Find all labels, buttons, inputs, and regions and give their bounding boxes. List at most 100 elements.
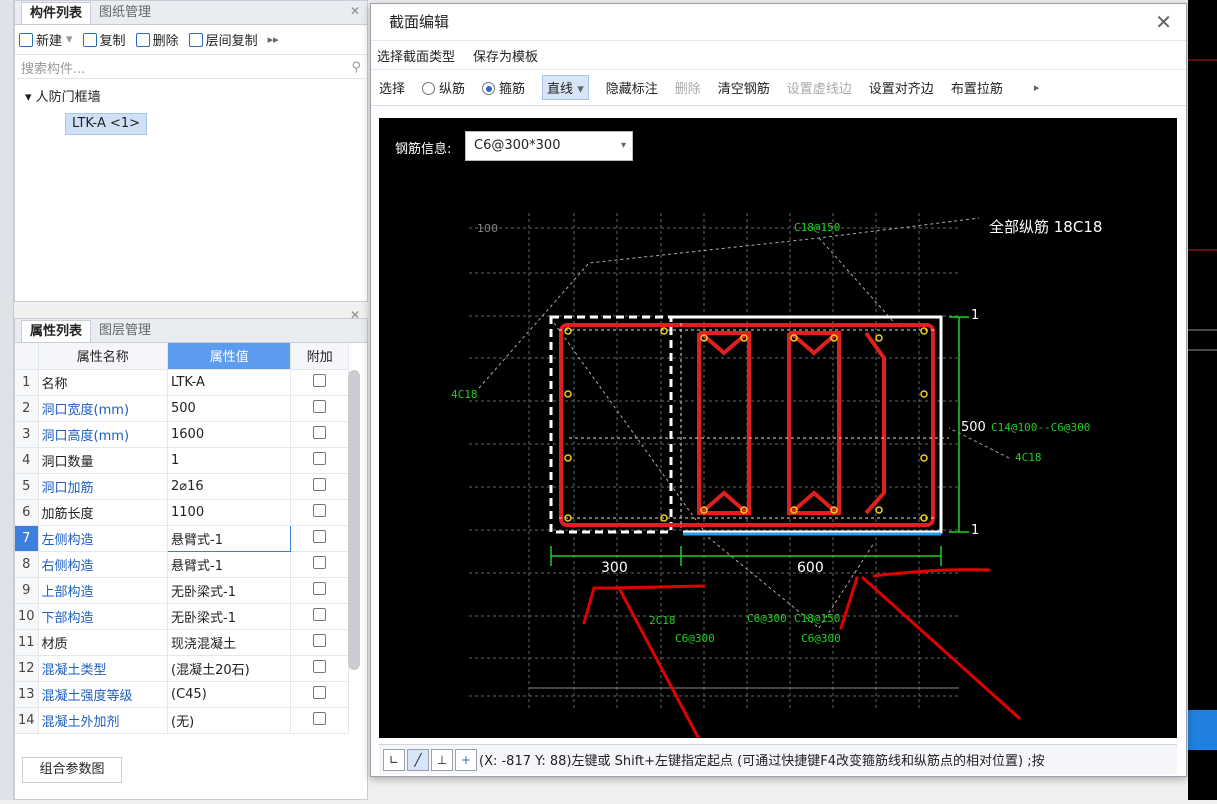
line-icon[interactable]: ╱ (407, 748, 429, 771)
property-value[interactable]: 2⌀16 (167, 473, 292, 500)
extra-checkbox-cell[interactable] (290, 551, 349, 578)
offset-icon[interactable]: + (455, 748, 477, 771)
extra-checkbox-cell[interactable] (290, 629, 349, 656)
extra-checkbox-cell[interactable] (290, 577, 349, 604)
header-extra: 附加 (290, 343, 349, 370)
line-mode-dropdown[interactable]: 直线 ▾ (542, 75, 589, 100)
checkbox[interactable] (313, 685, 327, 699)
property-value[interactable]: 1 (167, 447, 292, 474)
label-c6-c: C6@300 (801, 632, 841, 645)
new-button[interactable]: 新建▾ (19, 30, 73, 49)
checkbox[interactable] (313, 503, 327, 517)
search-input[interactable]: 搜索构件... ⚲ (17, 57, 365, 79)
property-value[interactable]: 无卧梁式-1 (167, 577, 292, 604)
tab-component-list[interactable]: 构件列表 (21, 2, 92, 24)
radio-longitudinal[interactable]: 纵筋 (422, 78, 465, 97)
checkbox[interactable] (313, 633, 327, 647)
tab-layer-manage[interactable]: 图层管理 (99, 323, 152, 338)
place-tie-button[interactable]: 布置拉筋 (950, 82, 1003, 97)
extra-checkbox-cell[interactable] (290, 707, 349, 734)
checkbox[interactable] (313, 529, 327, 543)
property-value[interactable]: (无) (167, 707, 292, 734)
property-name: 右侧构造 (38, 551, 169, 578)
floor-copy-button[interactable]: 层间复制 (188, 30, 258, 49)
property-value[interactable]: 500 (167, 395, 292, 422)
checkbox[interactable] (313, 581, 327, 595)
property-value[interactable]: 1600 (167, 421, 292, 448)
rebar-info-select[interactable]: C6@300*300 ▾ (465, 131, 633, 161)
corner-icon[interactable]: ∟ (383, 748, 405, 771)
property-name: 上部构造 (38, 577, 169, 604)
tree-node-root[interactable]: ▾ 人防门框墙 (25, 90, 101, 105)
set-align-edge-button[interactable]: 设置对齐边 (868, 82, 934, 97)
more-icon[interactable]: ▸ (1033, 81, 1040, 94)
property-value[interactable]: (混凝土20石) (167, 655, 292, 682)
checkbox[interactable] (313, 451, 327, 465)
radio-checked-icon (482, 82, 496, 95)
combo-param-button[interactable]: 组合参数图 (22, 757, 122, 783)
label-right-mid: 500 (961, 420, 986, 435)
radio-stirrup[interactable]: 箍筋 (482, 78, 525, 97)
perpendicular-icon[interactable]: ⊥ (431, 748, 453, 771)
extra-checkbox-cell[interactable] (290, 421, 349, 448)
tab-drawing-manage[interactable]: 图纸管理 (99, 5, 152, 20)
delete-button[interactable]: 删除 (674, 82, 701, 97)
menu-select-section-type[interactable]: 选择截面类型 (377, 49, 456, 65)
tree-leaf-ltk-a[interactable]: LTK-A <1> (65, 113, 148, 135)
delete-button[interactable]: 删除 (135, 30, 179, 49)
property-name: 下部构造 (38, 603, 169, 630)
hide-label-button[interactable]: 隐藏标注 (605, 82, 658, 97)
property-value[interactable]: LTK-A (167, 369, 292, 396)
checkbox[interactable] (313, 399, 327, 413)
checkbox[interactable] (313, 477, 327, 491)
set-dash-edge-button[interactable]: 设置虚线边 (786, 82, 852, 97)
extra-checkbox-cell[interactable] (290, 447, 349, 474)
property-value[interactable]: 现浇混凝土 (167, 629, 292, 656)
property-value[interactable]: (C45) (167, 681, 292, 708)
property-scrollbar[interactable] (348, 370, 360, 670)
close-icon[interactable]: ✕ (350, 4, 361, 18)
checkbox[interactable] (313, 607, 327, 621)
extra-checkbox-cell[interactable] (290, 395, 349, 422)
checkbox[interactable] (313, 555, 327, 569)
extra-checkbox-cell[interactable] (290, 473, 349, 500)
extra-checkbox-cell[interactable] (290, 525, 349, 552)
more-icon[interactable]: ▸▸ (267, 33, 279, 46)
copy-button[interactable]: 复制 (82, 30, 126, 49)
select-button[interactable]: 选择 (379, 82, 406, 97)
tab-property-list[interactable]: 属性列表 (21, 320, 92, 342)
checkbox[interactable] (313, 711, 327, 725)
close-icon[interactable]: ✕ (350, 308, 361, 322)
menu-save-template[interactable]: 保存为模板 (473, 49, 539, 65)
clear-rebar-button[interactable]: 清空钢筋 (717, 82, 770, 97)
property-value[interactable]: 悬臂式-1 (167, 524, 292, 552)
checkbox[interactable] (313, 373, 327, 387)
extra-checkbox-cell[interactable] (290, 369, 349, 396)
close-icon[interactable]: ✕ (1155, 10, 1172, 34)
property-value[interactable]: 悬臂式-1 (167, 551, 292, 578)
checkbox[interactable] (313, 425, 327, 439)
extra-checkbox-cell[interactable] (290, 603, 349, 630)
extra-checkbox-cell[interactable] (290, 499, 349, 526)
property-value[interactable]: 1100 (167, 499, 292, 526)
extra-checkbox-cell[interactable] (290, 681, 349, 708)
property-value[interactable]: 无卧梁式-1 (167, 603, 292, 630)
extra-checkbox-cell[interactable] (290, 655, 349, 682)
property-name: 洞口高度(mm) (38, 421, 169, 448)
checkbox[interactable] (313, 659, 327, 673)
section-canvas[interactable]: 钢筋信息: C6@300*300 ▾ (379, 118, 1177, 738)
